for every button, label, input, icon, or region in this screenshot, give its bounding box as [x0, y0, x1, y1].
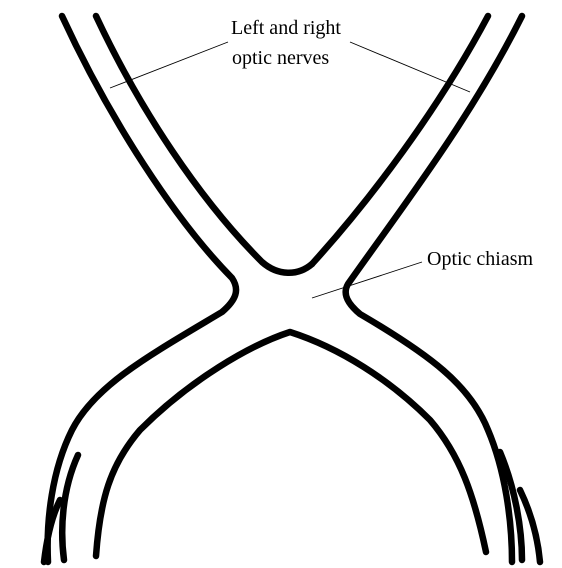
- optic-nerves-right-leader-line: [350, 42, 470, 92]
- right-nerve-outer-outline: [346, 16, 522, 562]
- right-nerve-inner-outline: [312, 16, 488, 264]
- optic-nerves-left-leader-line: [110, 42, 228, 88]
- chiasm-bottom-arch-outline: [96, 332, 486, 556]
- optic-nerves-label-line2: optic nerves: [232, 47, 329, 69]
- optic-nerves-label-line1: Left and right: [231, 17, 341, 39]
- optic-chiasm-label: Optic chiasm: [427, 248, 534, 270]
- left-tract-fork-outer: [62, 455, 78, 560]
- optic-chiasm-leader-line: [312, 262, 422, 298]
